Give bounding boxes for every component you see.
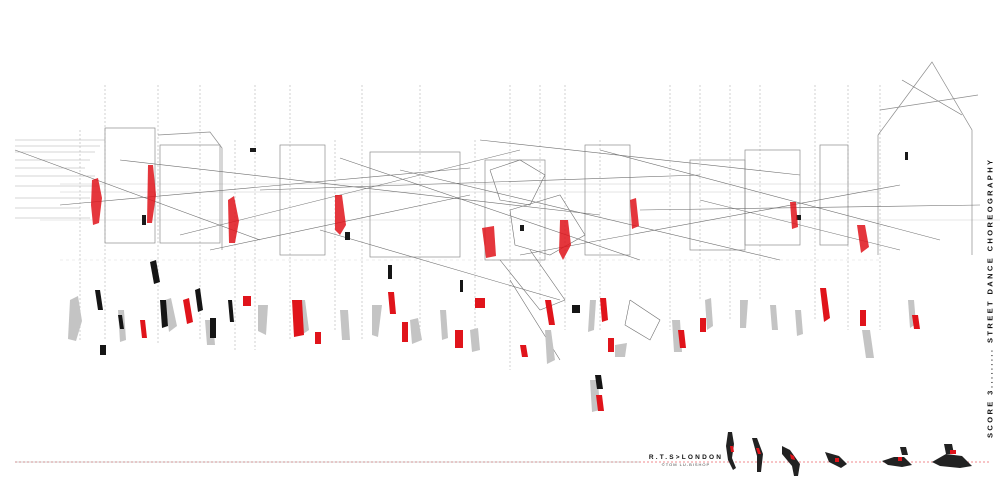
score-title: SCORE 3......... STREET DANCE CHOREOGRAP… <box>983 138 997 438</box>
dancer-figure <box>752 438 763 472</box>
dancer-figure <box>932 444 972 468</box>
dancer-figure <box>825 452 847 468</box>
black-dancer-fragments <box>95 260 603 389</box>
horizontal-axis-lines <box>15 139 1000 261</box>
red-hatched-figures <box>91 165 869 260</box>
dancer-figure <box>882 447 912 467</box>
ink-marks <box>142 148 908 240</box>
grey-dancer-shadows <box>68 296 916 412</box>
dancer-figure <box>726 432 736 470</box>
vertical-guide-lines <box>79 85 881 370</box>
dancer-figure <box>782 446 800 476</box>
red-dancer-fragments <box>140 288 920 411</box>
score-number: SCORE 3 <box>985 388 995 438</box>
credit-main: R.T.S>LONDON <box>648 454 724 461</box>
score-dots: ......... <box>985 347 995 389</box>
credit-author: ©TOM LU-BISHOP <box>661 462 711 467</box>
score-subject: STREET DANCE CHOREOGRAPHY <box>985 157 995 344</box>
dancer-sequence-figures <box>726 432 972 476</box>
movement-trajectories <box>14 139 981 361</box>
credit-block: R.T.S>LONDON ©TOM LU-BISHOP <box>648 454 724 467</box>
